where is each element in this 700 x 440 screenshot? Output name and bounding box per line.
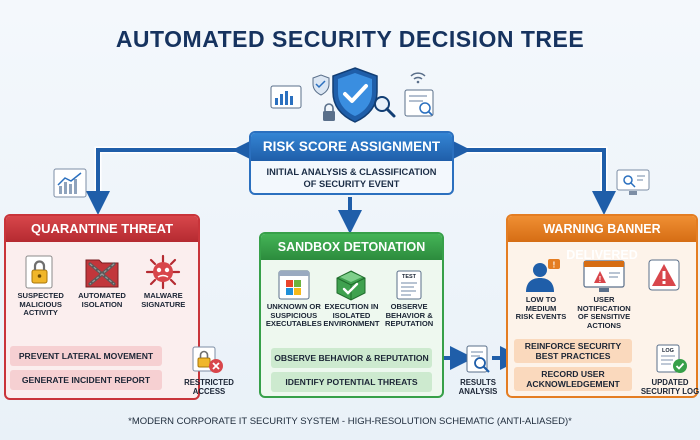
warning-icon-row: ! LOW TO MEDIUM RISK EVENTS ! USER NOTIF… — [508, 242, 696, 330]
quarantine-node: QUARANTINE THREAT SUSPECTED MALICIOUS AC… — [4, 214, 200, 400]
sandbox-action-identify: IDENTIFY POTENTIAL THREATS — [271, 372, 432, 392]
network-monitor-icon — [616, 169, 650, 195]
warning-action-record: RECORD USER ACKNOWLEDGEMENT — [514, 367, 632, 391]
quarantine-item-activity: SUSPECTED MALICIOUS ACTIVITY — [10, 254, 71, 318]
arrow-risk-to-quarantine-line — [86, 138, 256, 215]
security-log-icon: LOG — [656, 344, 687, 373]
warning-triangle-icon — [648, 259, 680, 291]
report-document-icon — [404, 89, 434, 117]
user-alert-icon: ! — [526, 259, 560, 292]
sandbox-item-observe: TEST OBSERVE BEHAVIOR & REPUTATION — [381, 269, 438, 329]
security-shield-cluster — [270, 67, 434, 123]
warning-node: WARNING BANNER DELIVERED ! LOW TO MEDIUM… — [506, 214, 698, 398]
wifi-icon — [410, 72, 426, 84]
quarantine-item-malware: MALWARE SIGNATURE — [133, 254, 194, 318]
restricted-access-icon — [192, 346, 223, 373]
quarantine-icon-row: SUSPECTED MALICIOUS ACTIVITY AUTOMATED I… — [6, 254, 198, 318]
trend-chart-icon — [53, 168, 87, 198]
sandbox-item-isolated: EXECUTION IN ISOLATED ENVIRONMENT — [323, 269, 380, 329]
shield-check-icon — [332, 67, 378, 123]
svg-text:!: ! — [599, 275, 602, 284]
magnifier-icon — [374, 96, 396, 118]
quarantine-item-isolation: AUTOMATED ISOLATION — [72, 254, 133, 318]
quarantine-action-prevent: PREVENT LATERAL MOVEMENT — [10, 346, 162, 366]
test-clipboard-icon: TEST — [396, 270, 422, 300]
sandbox-title: SANDBOX DETONATION — [261, 234, 442, 260]
risk-score-title: RISK SCORE ASSIGNMENT — [251, 133, 452, 161]
quarantine-item-activity-label: SUSPECTED MALICIOUS ACTIVITY — [17, 291, 64, 318]
virus-icon — [146, 254, 181, 290]
restricted-access-label: RESTRICTED ACCESS — [184, 378, 234, 396]
results-analysis-icon — [466, 345, 490, 373]
security-log-label: UPDATED SECURITY LOG — [640, 378, 700, 396]
log-tag: LOG — [662, 348, 674, 354]
cube-check-icon — [336, 270, 366, 301]
warning-item-low-risk: ! LOW TO MEDIUM RISK EVENTS — [510, 258, 572, 330]
risk-subtitle-line2: OF SECURITY EVENT — [303, 179, 400, 189]
warning-item-low-risk-label: LOW TO MEDIUM RISK EVENTS — [515, 295, 567, 322]
chain-icon — [85, 259, 119, 288]
small-shield-icon — [312, 74, 330, 96]
arrow-risk-to-warning-line — [447, 138, 616, 215]
warning-item-alert-sign — [636, 258, 692, 330]
warning-action-reinforce: REINFORCE SECURITY BEST PRACTICES — [514, 339, 632, 363]
sandbox-node: SANDBOX DETONATION UNKNOWN OR SUSPICIOUS… — [259, 232, 444, 398]
quarantine-item-isolation-label: AUTOMATED ISOLATION — [78, 291, 126, 309]
sandbox-item-observe-label: OBSERVE BEHAVIOR & REPUTATION — [385, 302, 434, 329]
risk-score-subtitle: INITIAL ANALYSIS & CLASSIFICATION OF SEC… — [251, 161, 452, 190]
sandbox-icon-row: UNKNOWN OR SUSPICIOUS EXECUTABLES EXECUT… — [261, 269, 442, 329]
warning-title: WARNING BANNER DELIVERED — [508, 216, 696, 262]
warning-item-notification-label: USER NOTIFICATION OF SENSITIVE ACTIONS — [577, 295, 631, 330]
results-analysis-label: RESULTS ANALYSIS — [458, 378, 498, 396]
arrow-risk-to-quarantine — [94, 146, 244, 203]
page-title: AUTOMATED SECURITY DECISION TREE — [115, 26, 585, 52]
quarantine-title: QUARANTINE THREAT — [6, 216, 198, 242]
sandbox-item-executables: UNKNOWN OR SUSPICIOUS EXECUTABLES — [265, 269, 322, 329]
padlock-icon — [323, 103, 335, 121]
sandbox-action-observe: OBSERVE BEHAVIOR & REPUTATION — [271, 348, 432, 368]
arrow-risk-to-warning — [459, 146, 608, 203]
test-tag: TEST — [402, 274, 417, 280]
footnote: *MODERN CORPORATE IT SECURITY SYSTEM - H… — [128, 416, 572, 427]
quarantine-action-report: GENERATE INCIDENT REPORT — [10, 370, 162, 390]
risk-subtitle-line1: INITIAL ANALYSIS & CLASSIFICATION — [266, 167, 437, 177]
risk-score-node: RISK SCORE ASSIGNMENT INITIAL ANALYSIS &… — [249, 131, 454, 195]
sandbox-item-executables-label: UNKNOWN OR SUSPICIOUS EXECUTABLES — [265, 302, 322, 329]
quarantine-item-malware-label: MALWARE SIGNATURE — [141, 291, 186, 309]
executable-window-icon — [278, 270, 310, 300]
lock-icon — [25, 255, 53, 289]
svg-text:!: ! — [553, 261, 556, 270]
chart-document-icon — [270, 85, 302, 109]
warning-item-notification: ! USER NOTIFICATION OF SENSITIVE ACTIONS — [572, 258, 636, 330]
monitor-warning-icon: ! — [583, 260, 625, 292]
sandbox-item-isolated-label: EXECUTION IN ISOLATED ENVIRONMENT — [323, 302, 380, 329]
